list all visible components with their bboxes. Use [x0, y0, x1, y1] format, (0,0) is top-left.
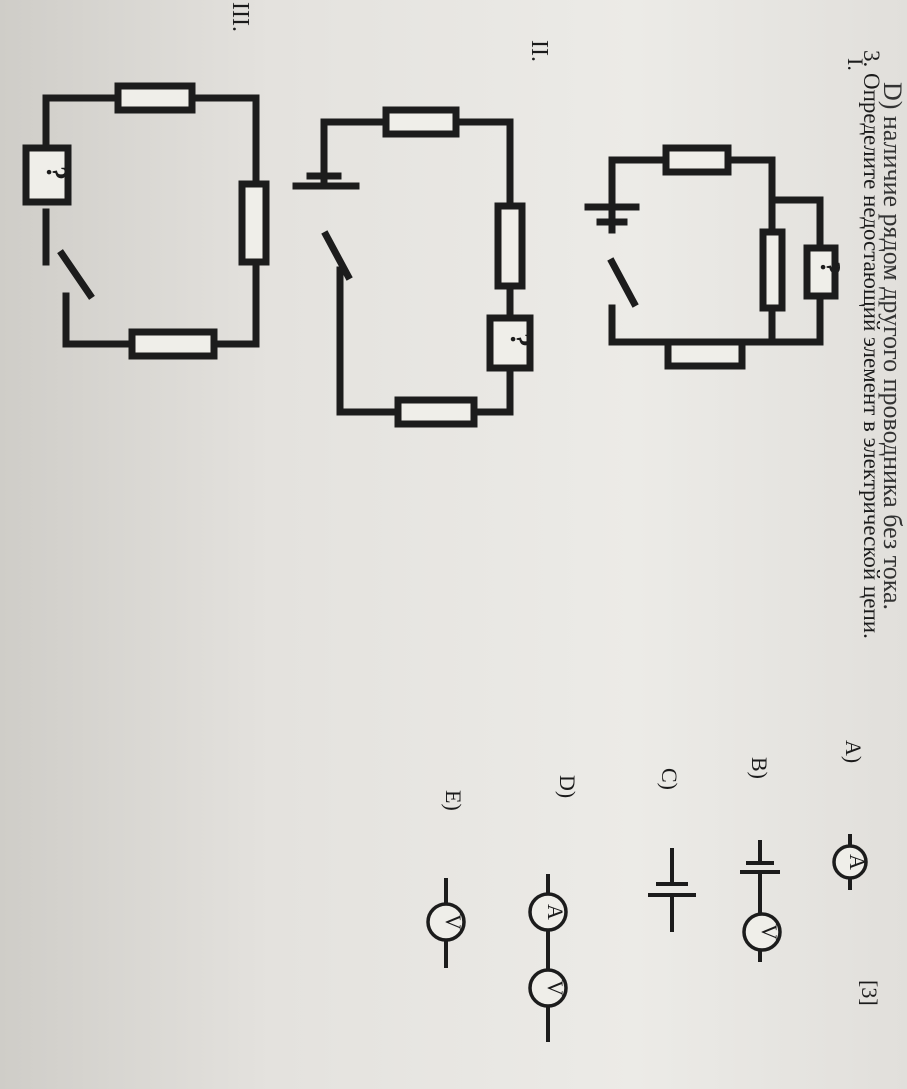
circuit-2-wire — [320, 118, 514, 416]
option-b-battery-voltmeter-icon[interactable]: V — [740, 840, 782, 962]
circuit-2-unknown-box[interactable] — [486, 314, 534, 372]
option-d-ammeter-voltmeter-icon[interactable]: A V — [528, 874, 568, 1042]
option-d-symbol-1: A — [543, 904, 568, 920]
circuit-1-question-mark: ? — [814, 261, 845, 275]
circuit-3-switch — [57, 249, 95, 300]
circuit-1-diagram: ? — [584, 144, 845, 370]
circuit-1-unknown-box[interactable] — [803, 244, 839, 300]
option-c-battery-icon[interactable] — [648, 848, 696, 932]
circuit-1-resistor-middle — [759, 228, 786, 312]
option-b-symbol: V — [757, 924, 782, 940]
circuit-2-resistor-bottom — [394, 396, 478, 428]
circuit-2-question-mark: ? — [504, 333, 535, 347]
circuit-3-resistor-top — [114, 82, 196, 114]
circuit-3-diagram: ? — [22, 82, 270, 360]
circuit-1-wire — [608, 156, 824, 346]
circuit-3-unknown-box[interactable] — [22, 144, 72, 206]
circuit-1-switch — [607, 257, 639, 308]
circuit-3-resistor-right — [238, 180, 270, 266]
circuit-2-diagram: ? — [292, 106, 535, 428]
circuit-3-question-mark: ? — [40, 166, 71, 180]
circuit-2-resistor-top — [382, 106, 460, 138]
circuit-3-wire — [42, 94, 260, 348]
option-a-symbol: A — [845, 854, 870, 870]
option-e-voltmeter-icon[interactable]: V — [426, 878, 466, 968]
circuit-3-resistor-bottom — [128, 328, 218, 360]
option-a-ammeter-icon[interactable]: A — [832, 834, 870, 890]
circuit-1-resistor-top — [662, 144, 732, 176]
option-d-symbol-2: V — [543, 980, 568, 996]
option-e-symbol: V — [441, 914, 466, 930]
circuit-2-resistor-right — [494, 202, 526, 290]
circuit-2-switch — [321, 230, 353, 281]
circuit-1-resistor-bottom — [664, 338, 746, 370]
